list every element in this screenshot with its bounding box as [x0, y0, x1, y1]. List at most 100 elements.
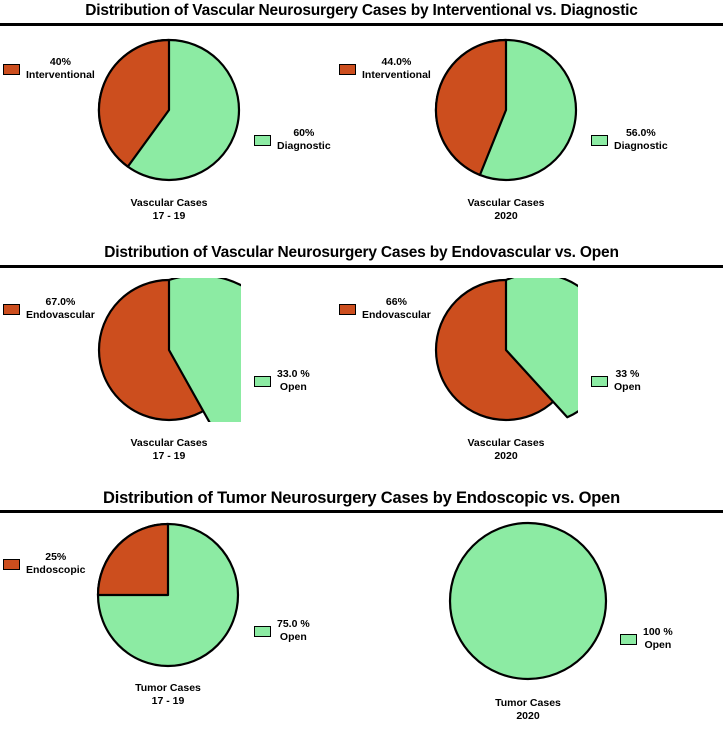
charts-row: Tumor Cases 17 - 19 25% Endoscopic 75.0 …: [0, 513, 723, 738]
legend-open-17-19: 33.0 % Open: [254, 368, 310, 394]
legend-name: Open: [644, 639, 672, 651]
pie-svg: [97, 278, 241, 422]
legend-percent: 100 %: [643, 626, 673, 638]
panel-title: Distribution of Vascular Neurosurgery Ca…: [104, 244, 619, 261]
legend-label-endovascular: 66% Endovascular: [362, 296, 431, 322]
legend-name: Interventional: [362, 69, 431, 81]
pie-caption-vascular-17-19: Vascular Cases 17 - 19: [97, 197, 241, 223]
legend-name: Endovascular: [362, 309, 431, 321]
caption-line-2: 17 - 19: [151, 695, 185, 707]
pie-slice-open: [167, 278, 241, 422]
legend-swatch-diagnostic: [254, 134, 271, 146]
pie-chart-vascular-2020: [434, 38, 578, 182]
pie-svg: [97, 38, 241, 182]
caption-line-2: 17 - 19: [152, 450, 186, 462]
legend-endovascular-17-19: 67.0% Endovascular: [3, 296, 95, 322]
legend-label-endoscopic: 25% Endoscopic: [26, 551, 86, 577]
legend-name: Diagnostic: [277, 140, 331, 152]
title-divider: [0, 265, 723, 268]
caption-line-2: 17 - 19: [152, 210, 186, 222]
legend-name: Open: [279, 631, 307, 643]
charts-row: Vascular Cases 17 - 19 67.0% Endovascula…: [0, 268, 723, 486]
pie-caption-tumor-17-19: Tumor Cases 17 - 19: [96, 682, 240, 708]
charts-row: Vascular Cases 17 - 19 40% Interventiona…: [0, 26, 723, 241]
legend-swatch-open: [254, 625, 271, 637]
legend-label-open: 75.0 % Open: [277, 618, 310, 644]
title-divider: [0, 23, 723, 26]
legend-name: Endovascular: [26, 309, 95, 321]
legend-percent: 40%: [49, 56, 71, 68]
legend-label-open: 33 % Open: [614, 368, 641, 394]
legend-diagnostic-2020: 56.0% Diagnostic: [591, 127, 668, 153]
legend-swatch-endoscopic: [3, 558, 20, 570]
legend-swatch-diagnostic: [591, 134, 608, 146]
legend-label-open: 33.0 % Open: [277, 368, 310, 394]
pie-chart-tumor-17-19: [96, 522, 240, 668]
legend-percent: 75.0 %: [277, 618, 310, 630]
legend-percent: 33.0 %: [277, 368, 310, 380]
legend-name: Open: [279, 381, 307, 393]
panel-interventional-vs-diagnostic: Distribution of Vascular Neurosurgery Ca…: [0, 0, 723, 242]
pie-slice-endoscopic: [96, 522, 170, 597]
title-divider: [0, 510, 723, 513]
legend-swatch-open: [254, 375, 271, 387]
legend-name: Endoscopic: [26, 564, 86, 576]
legend-swatch-interventional: [3, 63, 20, 75]
legend-label-interventional: 40% Interventional: [26, 56, 95, 82]
legend-name: Open: [614, 381, 641, 393]
pie-caption-vascular-endo-17-19: Vascular Cases 17 - 19: [97, 437, 241, 463]
caption-line-1: Tumor Cases: [495, 697, 561, 709]
legend-label-diagnostic: 60% Diagnostic: [277, 127, 331, 153]
caption-line-1: Vascular Cases: [467, 197, 545, 209]
legend-percent: 67.0%: [45, 296, 76, 308]
caption-line-1: Tumor Cases: [135, 682, 201, 694]
pie-svg: [434, 38, 578, 182]
pie-caption-vascular-endo-2020: Vascular Cases 2020: [434, 437, 578, 463]
panel-endovascular-vs-open: Distribution of Vascular Neurosurgery Ca…: [0, 242, 723, 487]
legend-interventional-17-19: 40% Interventional: [3, 56, 95, 82]
legend-percent: 33 %: [615, 368, 640, 380]
caption-line-2: 2020: [494, 210, 518, 222]
legend-open-tumor-17-19: 75.0 % Open: [254, 618, 310, 644]
legend-swatch-endovascular: [3, 303, 20, 315]
legend-name: Diagnostic: [614, 140, 668, 152]
pie-caption-tumor-2020: Tumor Cases 2020: [448, 697, 608, 723]
pie-slice-open: [448, 521, 608, 681]
caption-line-1: Vascular Cases: [130, 197, 208, 209]
caption-line-1: Vascular Cases: [130, 437, 208, 449]
pie-chart-vascular-endo-2020: [434, 278, 578, 422]
legend-label-interventional: 44.0% Interventional: [362, 56, 431, 82]
caption-line-2: 2020: [516, 710, 540, 722]
caption-line-1: Vascular Cases: [467, 437, 545, 449]
pie-caption-vascular-2020: Vascular Cases 2020: [434, 197, 578, 223]
legend-endovascular-2020: 66% Endovascular: [339, 296, 431, 322]
pie-chart-tumor-2020: [448, 521, 608, 681]
legend-endoscopic-17-19: 25% Endoscopic: [3, 551, 86, 577]
legend-swatch-open: [620, 633, 637, 645]
pie-slice-interventional: [434, 38, 508, 177]
legend-percent: 25%: [45, 551, 67, 563]
legend-swatch-endovascular: [339, 303, 356, 315]
pie-svg: [448, 521, 608, 681]
panel-title: Distribution of Vascular Neurosurgery Ca…: [85, 2, 638, 19]
legend-label-diagnostic: 56.0% Diagnostic: [614, 127, 668, 153]
pie-slice-open: [504, 278, 578, 419]
pie-svg: [434, 278, 578, 422]
pie-slice-interventional: [97, 38, 171, 168]
legend-percent: 56.0%: [625, 127, 656, 139]
legend-open-2020: 33 % Open: [591, 368, 641, 394]
legend-percent: 60%: [293, 127, 315, 139]
panel-endoscopic-vs-open: Distribution of Tumor Neurosurgery Cases…: [0, 487, 723, 739]
pie-chart-vascular-endo-17-19: [97, 278, 241, 422]
caption-line-2: 2020: [494, 450, 518, 462]
legend-percent: 66%: [385, 296, 407, 308]
legend-interventional-2020: 44.0% Interventional: [339, 56, 431, 82]
legend-label-endovascular: 67.0% Endovascular: [26, 296, 95, 322]
panel-title: Distribution of Tumor Neurosurgery Cases…: [102, 489, 621, 507]
pie-chart-vascular-17-19: [97, 38, 241, 182]
legend-percent: 44.0%: [381, 56, 412, 68]
legend-open-tumor-2020: 100 % Open: [620, 626, 673, 652]
legend-swatch-open: [591, 375, 608, 387]
pie-svg: [96, 522, 240, 668]
legend-diagnostic-17-19: 60% Diagnostic: [254, 127, 331, 153]
